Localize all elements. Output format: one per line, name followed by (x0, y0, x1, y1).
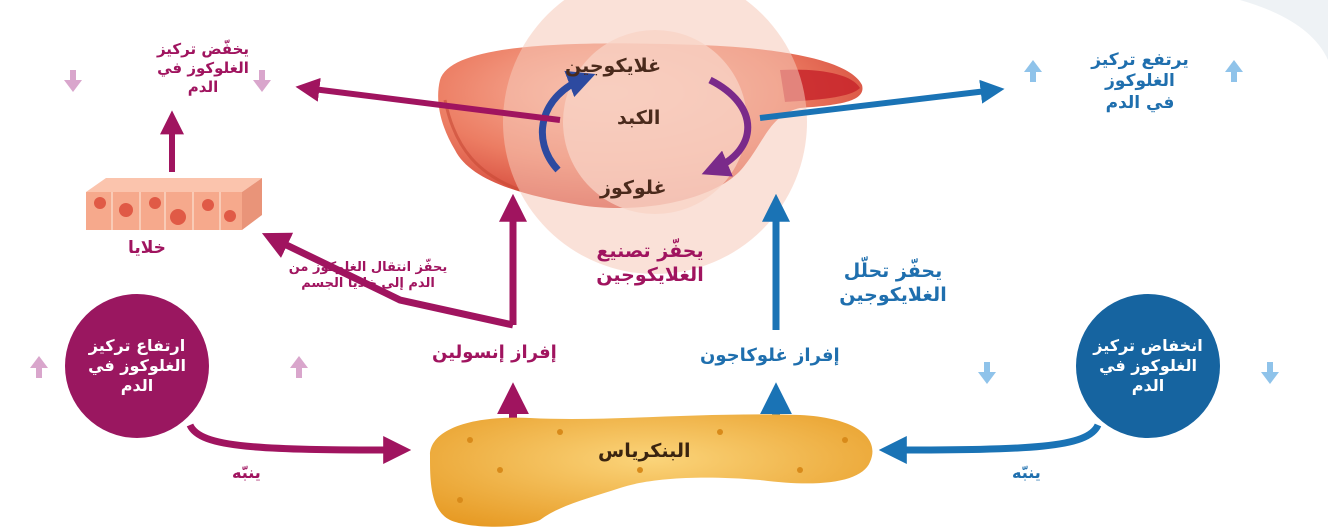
arrow-to-raise-glucose (759, 79, 1005, 121)
down-arrow-icon-left-1 (64, 70, 82, 92)
low-glucose-to-pancreas-arrow (878, 423, 1102, 464)
down-arrow-icon-left-2 (253, 70, 271, 92)
raises-glucose-line-1: يرتفع تركيز (1091, 50, 1189, 70)
breakdown-line-2: الغلايكوجين (839, 283, 947, 306)
raises-glucose-label: يرتفع تركيز الغلوكوز في الدم (1060, 50, 1220, 114)
up-arrow-icon-right-1 (1024, 60, 1042, 82)
page-corner (1240, 0, 1328, 60)
breakdown-line-1: يحفّز تحلّل (843, 260, 943, 282)
high-glucose-circle (65, 294, 209, 438)
raises-glucose-line-2: الغلوكوز (1105, 71, 1175, 92)
insulin-secretion-label: إفراز إنسولين (432, 342, 557, 363)
low-glucose-line-1: انخفاض تركيز (1093, 336, 1203, 355)
pancreas-label: البنكرياس (598, 440, 691, 462)
liver-inner-circle (563, 30, 747, 214)
down-arrow-icon-right-1 (978, 362, 996, 384)
high-glucose-line-3: الدم (120, 376, 154, 395)
stimulates-transport-line-2: الدم إلى خلايا الجسم (301, 276, 435, 292)
glucose-label: غلوكوز (600, 177, 667, 199)
low-glucose-text: انخفاض تركيز الغلوكوز في الدم (1081, 336, 1215, 396)
cells-label: خلايا (128, 238, 166, 258)
stimulates-transport-line-1: يحفّز انتقال الغلوكوز من (288, 260, 448, 275)
insulin-to-cells-arrow (261, 232, 514, 329)
lowers-glucose-label: يخفّض تركيز الغلوكوز في الدم (118, 40, 288, 96)
low-glucose-line-3: الدم (1131, 376, 1165, 395)
liver-label: الكبد (617, 107, 661, 129)
lowers-glucose-line-1: يخفّض تركيز (156, 40, 250, 58)
body-cells (86, 178, 262, 230)
pancreas (430, 414, 873, 527)
lowers-glucose-line-3: الدم (187, 77, 219, 96)
lowers-glucose-line-2: الغلوكوز في (157, 58, 249, 77)
raises-glucose-line-3: في الدم (1105, 92, 1175, 113)
high-glucose-to-pancreas-arrow (186, 423, 412, 464)
high-glucose-line-1: ارتفاع تركيز (88, 336, 186, 355)
stimulates-glycogen-synthesis-label: يحفّز تصنيع الغلايكوجين (565, 240, 735, 288)
up-arrow-icon-right-2 (1225, 60, 1243, 82)
synthesis-line-2: الغلايكوجين (596, 263, 704, 286)
high-glucose-text: ارتفاع تركيز الغلوكوز في الدم (70, 336, 204, 396)
synthesis-line-1: يحفّز تصنيع (596, 240, 704, 262)
glycogen-label: غلايكوجين (565, 55, 662, 77)
stimulates-left-label: ينبّه (232, 463, 261, 482)
glycogen-to-glucose-cycle-arrow (701, 76, 752, 177)
up-arrow-icon-left-1 (30, 356, 48, 378)
up-arrow-icon-left-2 (290, 356, 308, 378)
glucagon-secretion-label: إفراز غلوكاجون (700, 345, 840, 366)
stimulates-glycogen-breakdown-label: يحفّز تحلّل الغلايكوجين (808, 260, 978, 308)
stimulates-right-label: ينبّه (1012, 463, 1041, 482)
down-arrow-icon-right-2 (1261, 362, 1279, 384)
low-glucose-line-2: الغلوكوز في (1099, 356, 1197, 375)
arrow-to-lower-glucose (295, 77, 561, 123)
low-glucose-circle (1076, 294, 1220, 438)
stimulates-transport-label: يحفّز انتقال الغلوكوز من الدم إلى خلايا … (262, 260, 474, 293)
high-glucose-line-2: الغلوكوز في (88, 356, 186, 375)
